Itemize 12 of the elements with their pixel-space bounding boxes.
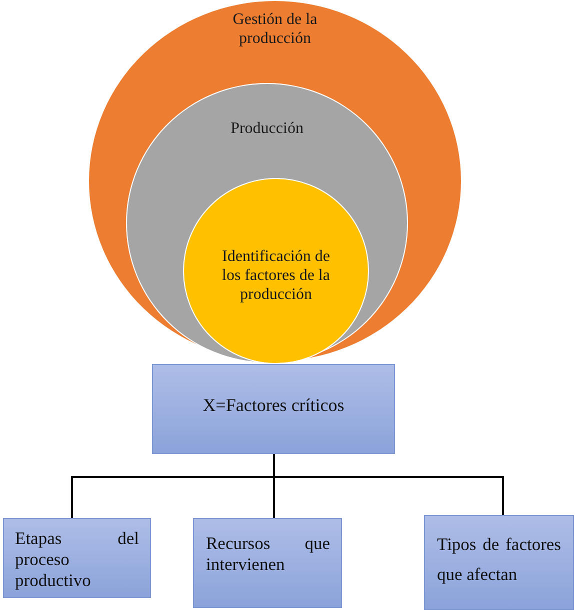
connector-line bbox=[273, 454, 504, 515]
process-box bbox=[424, 515, 574, 610]
circle-label: Identificación de los factores de la producción bbox=[221, 246, 331, 304]
circle-label: Producción bbox=[230, 119, 304, 138]
box-label: X=Factores críticos bbox=[202, 394, 346, 416]
process-box bbox=[3, 518, 151, 598]
circle-label: Gestión de la producción bbox=[232, 10, 318, 48]
box-label: Tipos de factores que afectan bbox=[437, 533, 561, 586]
process-box bbox=[193, 518, 342, 608]
box-label: Etapas del proceso productivo bbox=[15, 528, 139, 591]
box-label: Recursos que intervienen bbox=[206, 533, 330, 575]
process-box bbox=[152, 364, 395, 454]
